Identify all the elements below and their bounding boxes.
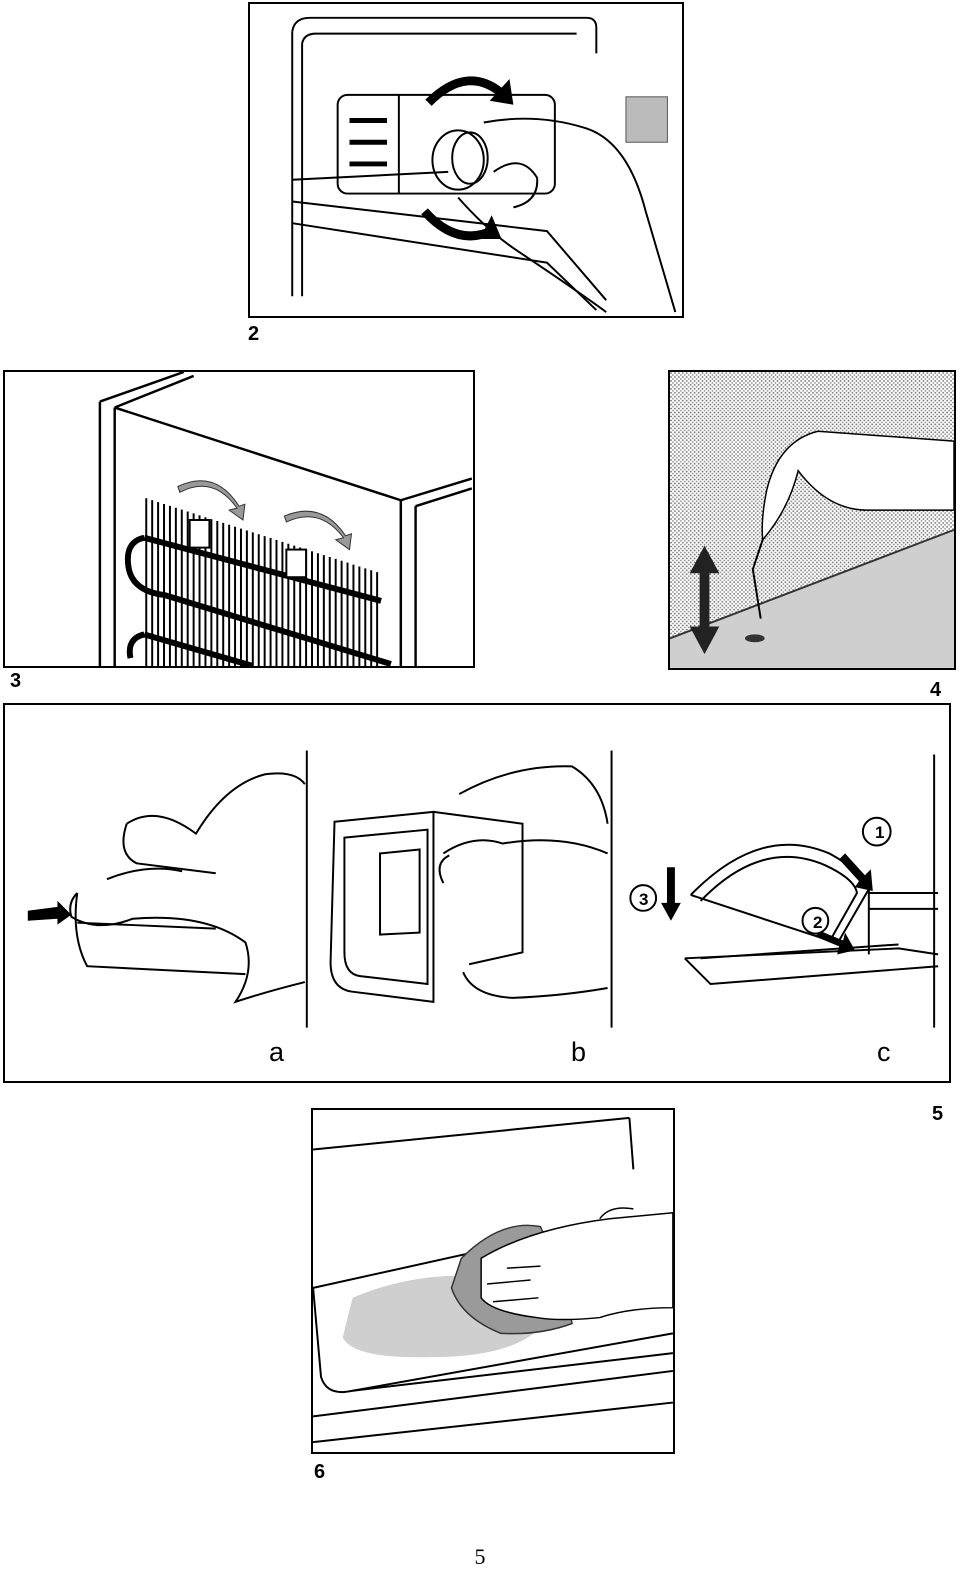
figure-5-frame: 1 2 3 a b c [3, 703, 951, 1083]
figure-4-frame [668, 370, 956, 670]
figure-3-number: 3 [10, 670, 22, 692]
rear-condenser-illustration [98, 372, 473, 666]
figure-5-number: 5 [932, 1103, 944, 1125]
callout-2: 2 [813, 913, 823, 932]
figure-4-number: 4 [930, 679, 942, 701]
callout-3: 3 [639, 890, 649, 909]
figure-2-frame [248, 2, 684, 318]
thermostat-knob-illustration [291, 16, 677, 313]
panel-letter-c: c [877, 1037, 891, 1067]
panel-letter-a: a [269, 1037, 285, 1067]
drain-cleaning-illustration [670, 372, 954, 668]
figure-6-frame [311, 1108, 675, 1454]
page-number: 5 [474, 1544, 486, 1569]
figure-2-number: 2 [248, 323, 260, 345]
callout-1: 1 [875, 823, 885, 842]
shelf-removal-illustration [27, 750, 939, 1028]
figure-3-frame [3, 370, 475, 668]
shelf-wiping-illustration [313, 1116, 673, 1444]
figure-6-number: 6 [314, 1461, 326, 1483]
panel-letter-b: b [571, 1037, 587, 1067]
